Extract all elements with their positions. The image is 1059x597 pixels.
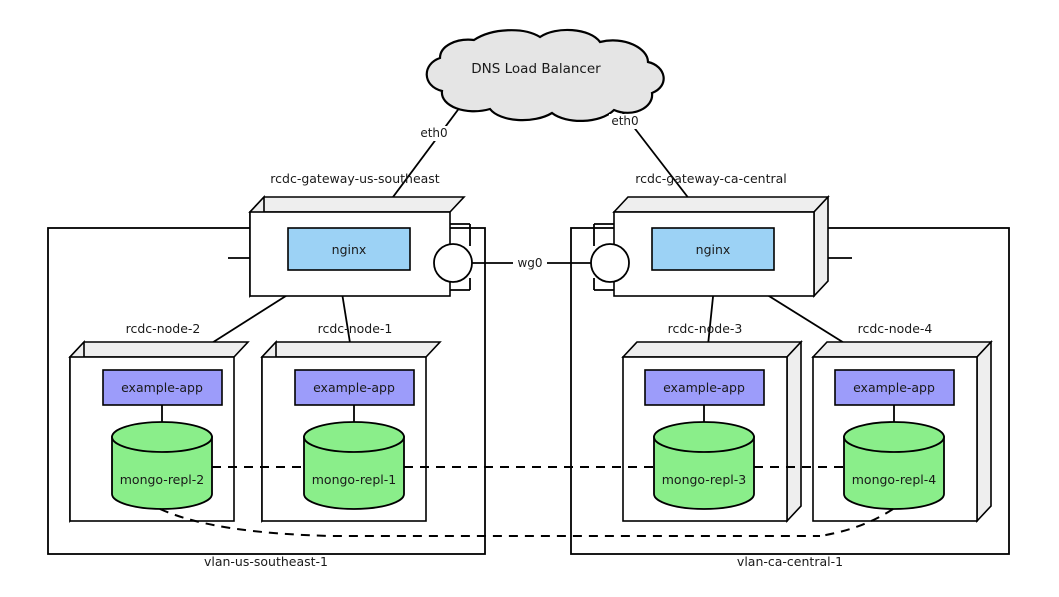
vlan-us-label: vlan-us-southeast-1 (204, 554, 328, 569)
vlan-ca-label: vlan-ca-central-1 (737, 554, 843, 569)
gateway-ca-title: rcdc-gateway-ca-central (635, 171, 787, 186)
node-4-title: rcdc-node-4 (858, 321, 933, 336)
wg0-label: wg0 (517, 256, 542, 270)
gw-ca-wg-interface-circle[interactable] (590, 243, 630, 283)
eth0-right-label: eth0 (611, 114, 638, 128)
node-4-app-box[interactable] (834, 369, 955, 406)
cloud-label: DNS Load Balancer (471, 61, 601, 77)
gateway-us-nginx-box[interactable] (287, 227, 411, 271)
node-1-db-cylinder[interactable] (303, 421, 405, 510)
eth0-left-label-bg (418, 126, 450, 141)
gateway-us-title: rcdc-gateway-us-southeast (270, 171, 440, 186)
gateway-ca-nginx-box[interactable] (651, 227, 775, 271)
node-2-db-label: mongo-repl-2 (120, 472, 205, 487)
eth0-left-label: eth0 (420, 126, 447, 140)
eth0-right-label-bg (609, 114, 641, 129)
node-4-app-label: example-app (853, 380, 935, 395)
node-4-db-label: mongo-repl-4 (852, 472, 937, 487)
node-3-db-cylinder[interactable] (653, 421, 755, 510)
dns-load-balancer-cloud (425, 28, 665, 122)
node-3-app-label: example-app (663, 380, 745, 395)
node-2-title: rcdc-node-2 (126, 321, 201, 336)
node-3-db-label: mongo-repl-3 (662, 472, 747, 487)
repl-link-2-to-4-curve (159, 508, 820, 537)
gw-us-wg-interface-circle[interactable] (433, 243, 473, 283)
node-1-title: rcdc-node-1 (318, 321, 393, 336)
node-1-db-label: mongo-repl-1 (312, 472, 397, 487)
node-2-app-box[interactable] (102, 369, 223, 406)
gateway-ca-box[interactable] (612, 194, 830, 299)
node-2-db-cylinder[interactable] (111, 421, 213, 510)
gateway-ca-nginx-label: nginx (696, 242, 731, 257)
gateway-us-nginx-label: nginx (332, 242, 367, 257)
node-1-app-label: example-app (313, 380, 395, 395)
node-2-app-label: example-app (121, 380, 203, 395)
node-4-db-cylinder[interactable] (843, 421, 945, 510)
node-3-title: rcdc-node-3 (668, 321, 743, 336)
repl-link-4-curve-tail (819, 508, 894, 537)
node-3-app-box[interactable] (644, 369, 765, 406)
wg0-label-bg (513, 256, 547, 271)
